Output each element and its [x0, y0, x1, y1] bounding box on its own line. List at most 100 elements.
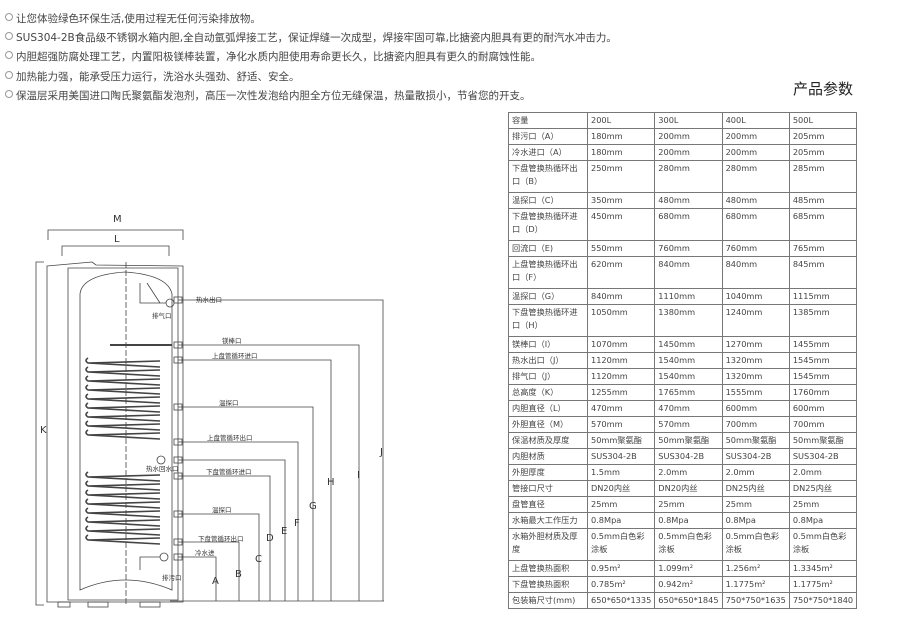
pipe-connector	[173, 438, 183, 446]
dim-label-i: I	[357, 470, 360, 481]
dim-label-d: D	[266, 533, 274, 544]
cell-value: 1385mm	[788, 304, 858, 337]
pipe-connector	[173, 553, 183, 561]
port-label-lower-out: 下盘管循环出口	[198, 534, 244, 543]
feature-text: 内胆超强防腐处理工艺，内置阳极镁棒装置，净化水质内胆使用寿命更长久，比搪瓷内胆具…	[16, 51, 541, 64]
port-label-vent: 排气口	[152, 311, 172, 320]
port-dimension-line	[178, 541, 240, 601]
coil-loop	[85, 489, 161, 500]
dim-label-b: B	[235, 569, 242, 580]
port-label-lower-in: 下盘管循环进口	[206, 467, 252, 476]
port-label-cold-in: 冷水进	[195, 548, 215, 557]
bullet-icon	[5, 89, 13, 98]
cell-value: 1455mm	[788, 336, 858, 353]
dim-label-m: M	[113, 214, 122, 225]
pipe-connector	[173, 341, 183, 349]
tank-insulation	[67, 267, 179, 601]
cell-value: 450mm	[586, 208, 656, 241]
port-dimension-line	[178, 459, 286, 601]
pipe-connector	[173, 296, 183, 304]
feature-item: 保温层采用美国进口陶氏聚氨酯发泡剂，高压一次性发泡给内胆全方位无缝保温，热量散损…	[5, 87, 617, 106]
port-dimension-line	[178, 299, 384, 601]
hot-return-fitting-icon	[156, 455, 166, 465]
feature-item: 内胆超强防腐处理工艺，内置阳极镁棒装置，净化水质内胆使用寿命更长久，比搪瓷内胆具…	[5, 48, 617, 67]
coil-loop	[85, 393, 161, 404]
port-label-hot-return: 热水回水口	[146, 464, 179, 473]
params-title: 产品参数	[793, 80, 854, 98]
coil-loop	[85, 366, 161, 377]
coil-loop	[85, 516, 161, 527]
feature-item: SUS304-2B食品级不锈钢水箱内胆,全自动氩弧焊接工艺，保证焊缝一次成型，焊…	[5, 29, 617, 48]
cell-value: 750*750*1840	[788, 592, 858, 609]
vent-pipe	[139, 282, 166, 304]
bullet-icon	[5, 70, 13, 79]
port-dimension-line	[178, 406, 314, 601]
feature-text: 加热能力强，能承受压力运行，洗浴水头强劲、舒适、安全。	[16, 70, 300, 83]
row-label: 下盘管换热循环出口（B）	[508, 160, 588, 193]
vent-fitting-icon	[165, 298, 175, 308]
coil-loop	[85, 411, 161, 422]
tank-foot	[57, 601, 71, 608]
bullet-icon	[5, 13, 13, 21]
dim-label-a: A	[212, 576, 219, 587]
tank-foot	[139, 601, 161, 608]
coil-loop	[85, 429, 161, 440]
port-label-mg: 镁棒口	[222, 336, 242, 345]
dimension-m	[47, 229, 184, 240]
coil-loop	[85, 507, 161, 518]
tank-foot	[87, 601, 109, 608]
dim-label-f: F	[294, 518, 300, 529]
port-label-upper-out: 上盘管循环出口	[207, 433, 253, 442]
bullet-icon	[5, 51, 13, 60]
cell-value: 680mm	[654, 208, 723, 241]
cell-value: 1050mm	[586, 304, 656, 337]
bullet-icon	[5, 32, 13, 41]
coil-loop	[85, 384, 161, 395]
pipe-connector	[173, 456, 183, 464]
feature-text: 让您体验绿色环保生活,使用过程无任何污染排放物。	[16, 13, 261, 25]
feature-text: SUS304-2B食品级不锈钢水箱内胆,全自动氩弧焊接工艺，保证焊缝一次成型，焊…	[16, 32, 617, 45]
port-dimension-line	[178, 344, 360, 601]
row-label: 包装箱尺寸(mm)	[508, 592, 588, 609]
heat-exchange-coils	[85, 357, 161, 545]
dim-label-j: J	[379, 447, 383, 458]
pipe-connector	[173, 403, 183, 411]
cell-value: 845mm	[788, 256, 858, 289]
dim-label-k: K	[40, 425, 47, 436]
pipe-connector	[173, 472, 183, 480]
cell-value: 1.3345m²	[788, 560, 858, 577]
dimension-k	[35, 261, 44, 606]
cell-value: 680mm	[721, 208, 790, 241]
coil-loop	[85, 471, 161, 482]
port-dimension-line	[178, 475, 271, 601]
port-label-hot-out: 热水出口	[196, 295, 222, 304]
dim-label-l: L	[114, 234, 120, 245]
cell-value: 750*750*1635	[721, 592, 790, 609]
pipe-connector	[173, 510, 183, 518]
feature-list: 让您体验绿色环保生活,使用过程无任何污染排放物。 SUS304-2B食品级不锈钢…	[5, 10, 617, 106]
row-label: 下盘管换热循环进口（D）	[508, 208, 588, 241]
coil-loop	[85, 534, 161, 545]
port-dimension-line	[178, 441, 299, 601]
coil-loop	[85, 357, 161, 368]
cell-value: 840mm	[654, 256, 723, 289]
coil-loop	[85, 498, 161, 509]
dim-label-h: H	[327, 477, 335, 488]
port-dimension-line	[178, 359, 332, 601]
feature-text: 保温层采用美国进口陶氏聚氨酯发泡剂，高压一次性发泡给内胆全方位无缝保温，热量散损…	[16, 89, 531, 102]
pipe-connector	[173, 356, 183, 364]
cell-value: 650*650*1335	[586, 592, 656, 609]
